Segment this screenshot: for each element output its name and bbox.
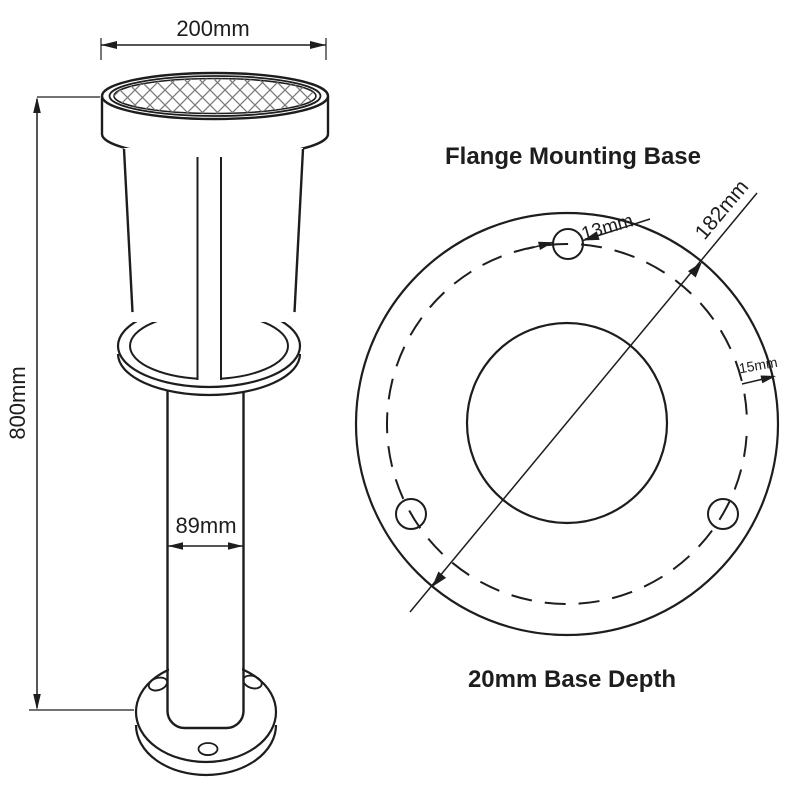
arrowhead-right: [228, 542, 243, 550]
base-depth-caption: 20mm Base Depth: [468, 666, 676, 693]
arrowhead-to-edge: [760, 375, 776, 384]
edge-dimension-label: 15mm: [738, 354, 779, 377]
pole-width-dimension-label: 89mm: [175, 513, 236, 538]
lamp-head: [100, 71, 330, 159]
width-dimension: 200mm: [100, 16, 327, 60]
flange-top-view: Flange Mounting Base 182mm 13mm 15mm: [354, 143, 780, 693]
arrowhead-down: [33, 694, 41, 710]
height-dimension: 800mm: [5, 96, 134, 711]
flange-outer-circle: [354, 211, 780, 637]
pole-opening-circle: [465, 321, 669, 525]
collar-bottom-edge: [116, 353, 302, 397]
arrowhead-right: [310, 41, 326, 49]
solar-panel-hatch: [114, 78, 316, 114]
bolt-hole-bottom-left: [395, 498, 427, 530]
arrowhead-up: [33, 97, 41, 113]
hole-dimension: 13mm: [526, 210, 651, 250]
bolt-hole-bottom-right: [707, 498, 739, 530]
top-view-title: Flange Mounting Base: [445, 143, 701, 170]
flange-hole-right: [242, 674, 263, 690]
flange-bolt-holes: [147, 674, 263, 756]
flange-hole-left: [147, 676, 169, 692]
pole: [166, 391, 245, 730]
arrowhead-to-hole: [583, 231, 600, 241]
arrowhead-left: [101, 41, 117, 49]
arrowhead-upper-right: [688, 262, 702, 278]
pole-width-dimension: 89mm: [168, 513, 243, 550]
arrowhead-left: [168, 542, 183, 550]
edge-dimension: 15mm: [738, 354, 779, 385]
width-dimension-label: 200mm: [176, 16, 249, 41]
hole-dimension-label: 13mm: [579, 210, 636, 245]
flange-bottom-edge: [134, 724, 278, 777]
arrowhead-to-hole-left: [538, 241, 554, 250]
height-dimension-label: 800mm: [5, 366, 30, 439]
lamp-body: [122, 148, 305, 380]
flange-hole-front: [197, 742, 219, 756]
arrowhead-lower-left: [432, 571, 447, 587]
bolt-hole-top: [552, 228, 584, 260]
side-view-drawing: 200mm 800mm 89mm: [5, 16, 330, 777]
bolt-circle-dashed: [386, 243, 748, 605]
mounting-flange-side: [134, 650, 278, 777]
